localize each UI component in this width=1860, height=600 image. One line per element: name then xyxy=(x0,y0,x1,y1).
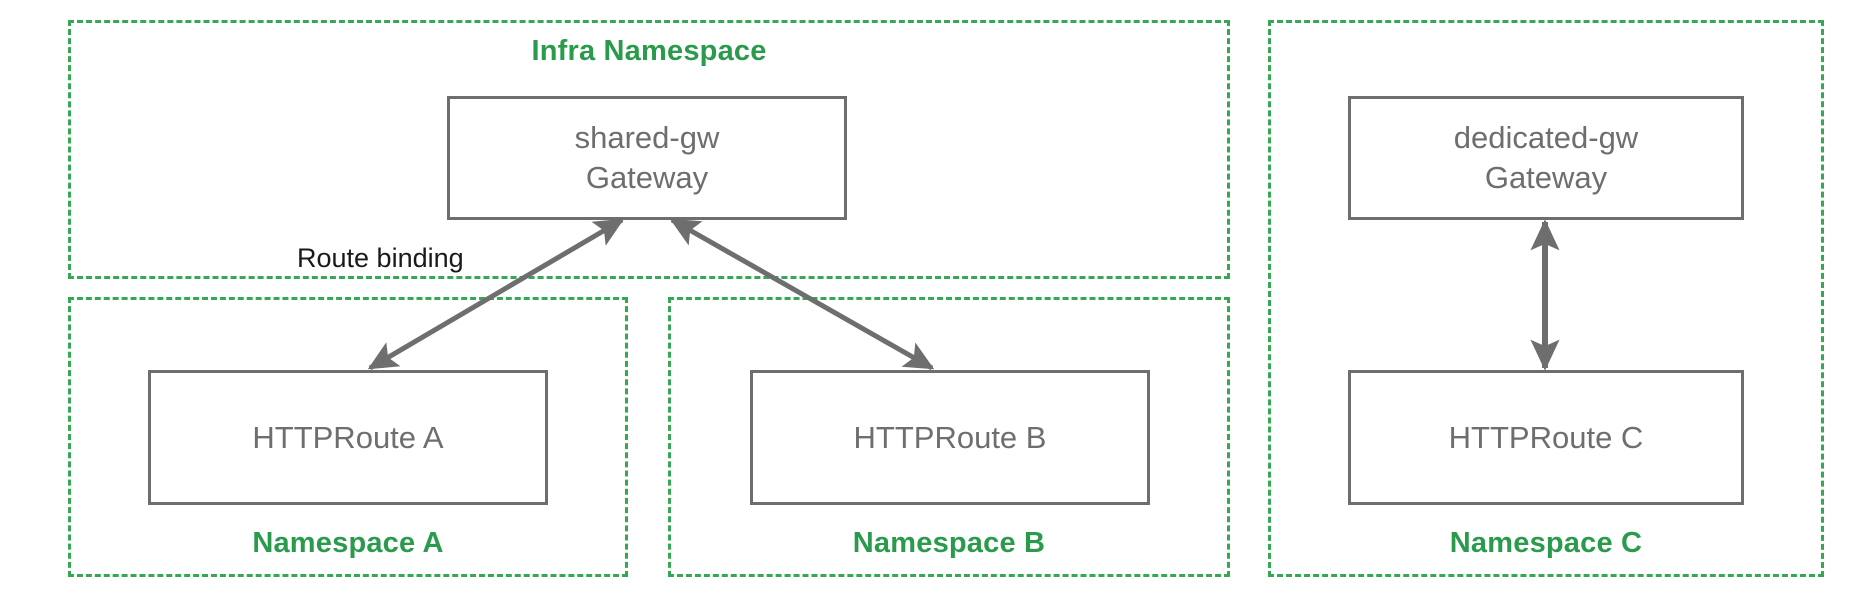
node-dedicated-gw-line2: Gateway xyxy=(1484,160,1608,195)
namespace-c-label: Namespace C xyxy=(1449,527,1643,559)
node-httproute-a[interactable]: HTTPRoute A xyxy=(148,370,548,505)
namespace-b-label: Namespace B xyxy=(852,527,1046,559)
node-httproute-b-text: HTTPRoute B xyxy=(853,419,1047,455)
namespace-a-label: Namespace A xyxy=(252,527,444,559)
node-httproute-c-text: HTTPRoute C xyxy=(1448,419,1644,455)
node-dedicated-gw-line1: dedicated-gw xyxy=(1453,120,1639,156)
node-dedicated-gw-gateway-text: dedicated-gw Gateway xyxy=(1454,118,1638,197)
namespace-c[interactable]: Namespace C xyxy=(1268,20,1824,577)
node-httproute-b[interactable]: HTTPRoute B xyxy=(750,370,1150,505)
namespace-infra[interactable]: Infra Namespace xyxy=(68,20,1230,279)
namespace-infra-label: Infra Namespace xyxy=(531,35,767,67)
node-shared-gw-line2: Gateway xyxy=(585,160,709,195)
edge-label-route-binding: Route binding xyxy=(297,243,464,273)
namespace-a[interactable]: Namespace A xyxy=(68,297,628,577)
node-dedicated-gw-gateway[interactable]: dedicated-gw Gateway xyxy=(1348,96,1744,220)
node-shared-gw-gateway-text: shared-gw Gateway xyxy=(575,118,720,197)
node-shared-gw-line1: shared-gw xyxy=(574,120,720,156)
node-shared-gw-gateway[interactable]: shared-gw Gateway xyxy=(447,96,847,220)
namespace-b[interactable]: Namespace B xyxy=(668,297,1230,577)
node-httproute-c[interactable]: HTTPRoute C xyxy=(1348,370,1744,505)
node-httproute-a-text: HTTPRoute A xyxy=(252,419,444,455)
